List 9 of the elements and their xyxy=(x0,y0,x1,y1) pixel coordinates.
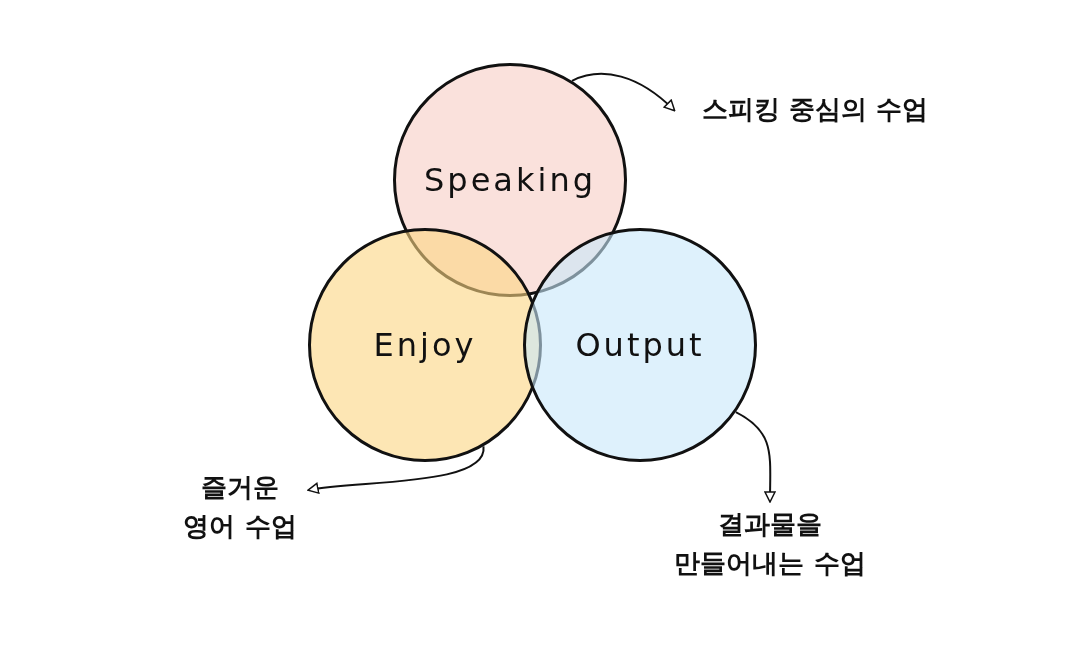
annotation-text: 스피킹 중심의 수업 xyxy=(680,90,950,130)
annotation-text: 결과물을 만들어내는 수업 xyxy=(655,505,885,589)
annotation-text: 즐거운 영어 수업 xyxy=(175,468,305,552)
curved-arrow xyxy=(307,445,485,495)
circle-label: Speaking xyxy=(424,161,596,199)
circle-label: Enjoy xyxy=(373,326,477,364)
curved-arrow xyxy=(734,411,776,503)
circle-label: Output xyxy=(575,326,705,364)
curved-arrow xyxy=(571,72,676,112)
